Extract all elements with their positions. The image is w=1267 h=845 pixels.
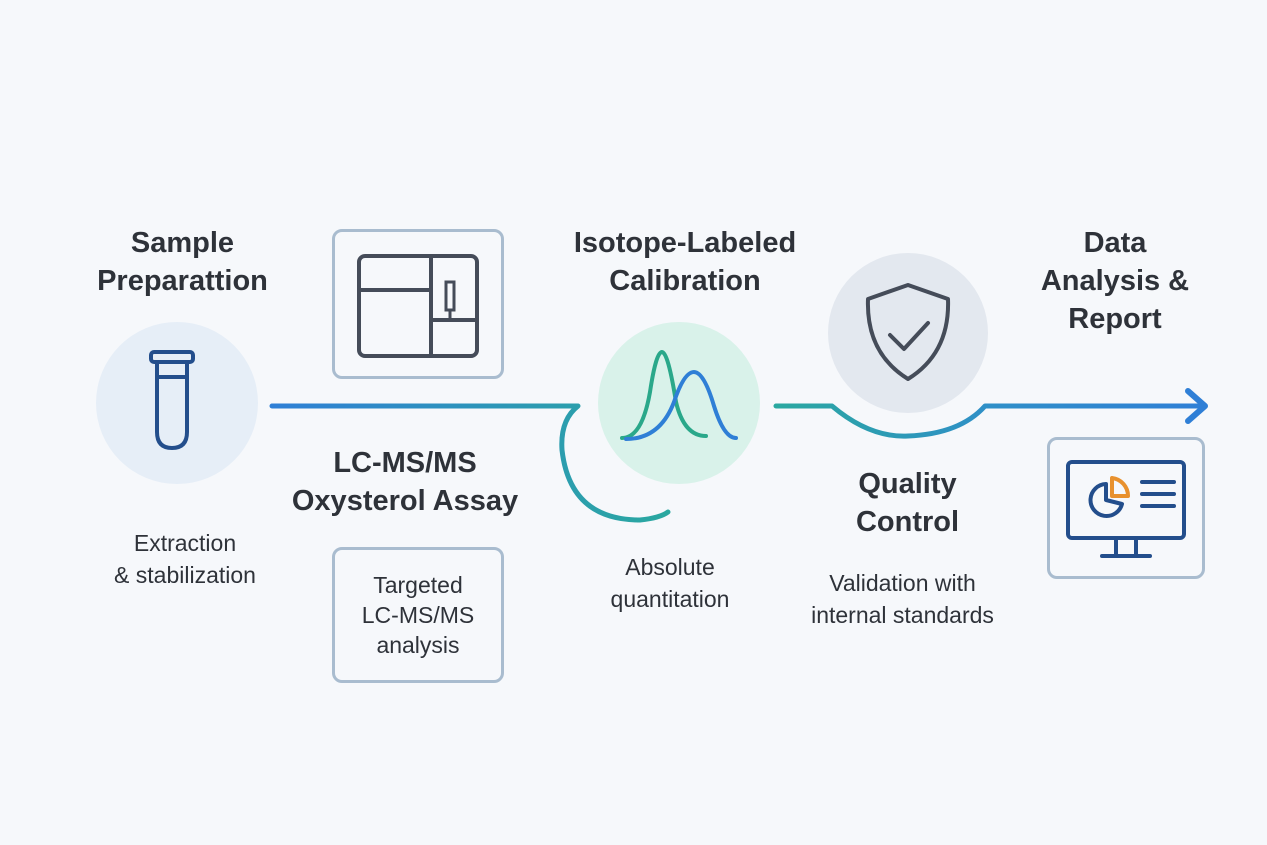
step-5-title: Data Analysis & Report [1010, 224, 1220, 338]
step-5-title-line: Analysis & [1040, 265, 1190, 297]
step-1-title-line: Preparattion [97, 265, 268, 297]
step-2-subtitle-line: LC-MS/MS [361, 602, 475, 628]
instrument-icon [357, 254, 479, 358]
arrow-head-icon [1185, 388, 1208, 424]
calibration-icon-circle [598, 322, 760, 484]
quality-control-icon-circle [828, 253, 988, 413]
report-box [1047, 437, 1205, 579]
step-4-title-line: Control [855, 506, 960, 538]
flow-segment-1 [269, 403, 671, 523]
step-2-subtitle-line: analysis [376, 632, 460, 658]
step-4-subtitle-line: Validation with [829, 570, 976, 596]
step-3-subtitle: Absolute quantitation [560, 551, 780, 615]
step-1-subtitle-line: Extraction [133, 530, 237, 556]
step-3-subtitle-line: quantitation [610, 586, 730, 612]
step-2-title-line: LC-MS/MS [333, 447, 477, 479]
step-3-title-line: Calibration [609, 265, 761, 297]
step-1-subtitle-line: & stabilization [114, 562, 256, 588]
step-4-subtitle: Validation with internal standards [770, 567, 1035, 631]
step-5-title-line: Data [1083, 227, 1147, 259]
sample-prep-icon-circle [96, 322, 258, 484]
step-3-title: Isotope-Labeled Calibration [540, 224, 830, 300]
chromatogram-peaks-icon [620, 349, 738, 441]
shield-check-icon [865, 283, 951, 381]
test-tube-icon [149, 350, 195, 451]
flow-segment-2 [773, 403, 1207, 439]
step-4-subtitle-line: internal standards [811, 602, 994, 628]
instrument-box [332, 229, 504, 379]
step-1-title-line: Sample [130, 227, 235, 259]
step-4-title-line: Quality [858, 468, 957, 500]
step-3-title-line: Isotope-Labeled [573, 227, 797, 259]
step-3-subtitle-line: Absolute [625, 554, 715, 580]
step-4-title: Quality Control [790, 465, 1025, 541]
monitor-chart-icon [1066, 460, 1186, 558]
step-1-subtitle: Extraction & stabilization [60, 527, 310, 591]
step-2-description-box: Targeted LC-MS/MS analysis [332, 547, 504, 683]
step-5-title-line: Report [1068, 303, 1162, 335]
step-2-title: LC-MS/MS Oxysterol Assay [270, 444, 540, 520]
step-1-title: Sample Preparattion [60, 224, 305, 300]
step-2-title-line: Oxysterol Assay [291, 485, 519, 517]
step-2-subtitle-line: Targeted [373, 572, 463, 598]
